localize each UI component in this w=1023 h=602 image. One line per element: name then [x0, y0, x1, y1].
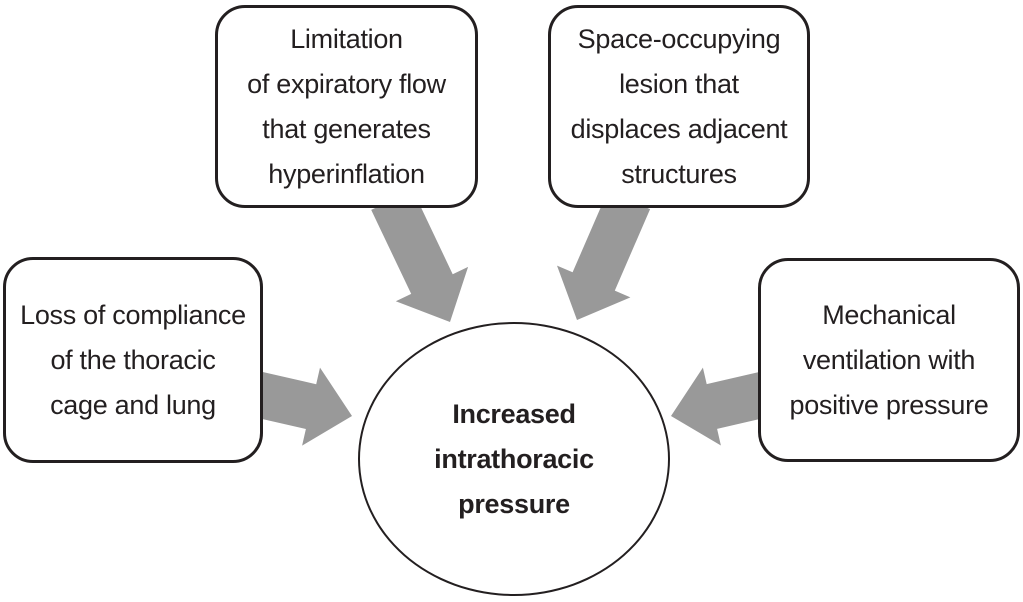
center-ellipse-increased-intrathoracic-pressure: Increased intrathoracic pressure [358, 322, 670, 596]
cause-box-ventilation-label: Mechanical ventilation with positive pre… [789, 299, 989, 420]
cause-box-limitation-label: Limitation of expiratory flow that gener… [247, 23, 446, 189]
center-ellipse-label: Increased intrathoracic pressure [434, 398, 594, 519]
cause-box-limitation-expiratory-flow: Limitation of expiratory flow that gener… [215, 5, 478, 208]
arrow-compliance-to-center-icon [250, 367, 352, 446]
arrow-limitation-to-center-icon [371, 190, 469, 322]
arrow-lesion-to-center-icon [557, 190, 651, 320]
cause-box-space-occupying-lesion: Space-occupying lesion that displaces ad… [548, 5, 810, 208]
cause-box-loss-of-compliance: Loss of compliance of the thoracic cage … [3, 257, 263, 463]
cause-box-lesion-label: Space-occupying lesion that displaces ad… [570, 23, 788, 189]
cause-box-mechanical-ventilation: Mechanical ventilation with positive pre… [758, 258, 1020, 462]
cause-box-compliance-label: Loss of compliance of the thoracic cage … [20, 299, 246, 420]
arrow-ventilation-to-center-icon [671, 367, 772, 446]
